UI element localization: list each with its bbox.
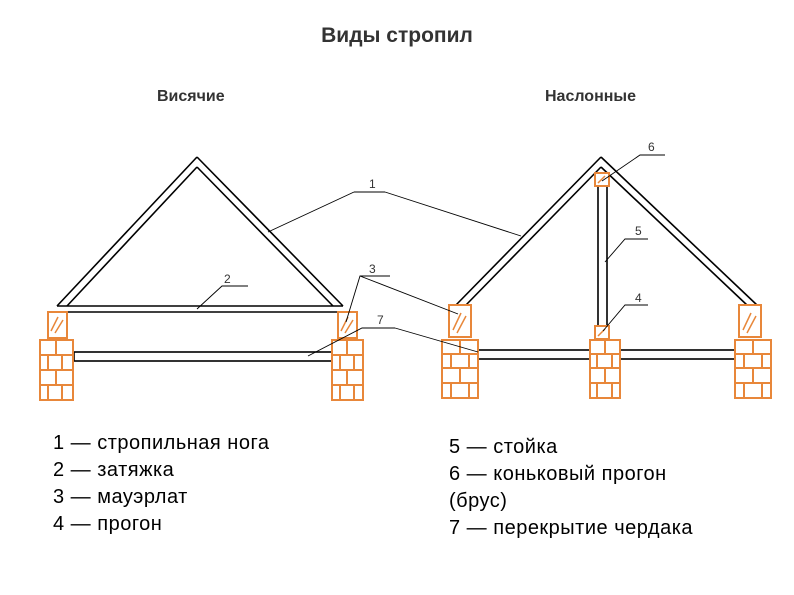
ridge-purlin [594, 172, 610, 187]
legend-item-ridge-purlin-note: (брус) [449, 490, 508, 512]
legend-item-rafter-leg: 1 — стропильная нога [53, 432, 270, 454]
legend-item-tie-beam: 2 — затяжка [53, 459, 175, 481]
legend-item-ridge-purlin: 6 — коньковый прогон [449, 463, 667, 485]
callout-3: 3 [369, 262, 376, 276]
callout-4: 4 [635, 291, 642, 305]
right-wall-left [441, 304, 479, 399]
callout-5: 5 [635, 224, 642, 238]
left-wall-right [331, 311, 364, 401]
post-purlin [594, 325, 610, 340]
legend-item-purlin: 4 — прогон [53, 513, 163, 535]
callout-7: 7 [377, 313, 384, 327]
leader-lines [196, 154, 665, 357]
callout-1: 1 [369, 177, 376, 191]
hanging-rafter-frame [56, 156, 344, 362]
legend-item-post: 5 — стойка [449, 436, 558, 458]
legend-item-wall-plate: 3 — мауэрлат [53, 486, 188, 508]
right-wall-right [734, 304, 772, 399]
leaning-rafters-subtitle: Наслонные [545, 88, 636, 105]
legend-item-attic-floor: 7 — перекрытие чердака [449, 517, 694, 539]
diagram-title: Виды стропил [321, 24, 473, 47]
callout-6: 6 [648, 140, 655, 154]
callout-2: 2 [224, 272, 231, 286]
legend-right: 5 — стойка 6 — коньковый прогон (брус) 7… [449, 434, 693, 542]
hanging-rafters-subtitle: Висячие [157, 88, 225, 105]
legend-left: 1 — стропильная нога 2 — затяжка 3 — мау… [53, 430, 269, 538]
right-wall-middle [589, 339, 621, 399]
left-wall-left [39, 311, 74, 401]
